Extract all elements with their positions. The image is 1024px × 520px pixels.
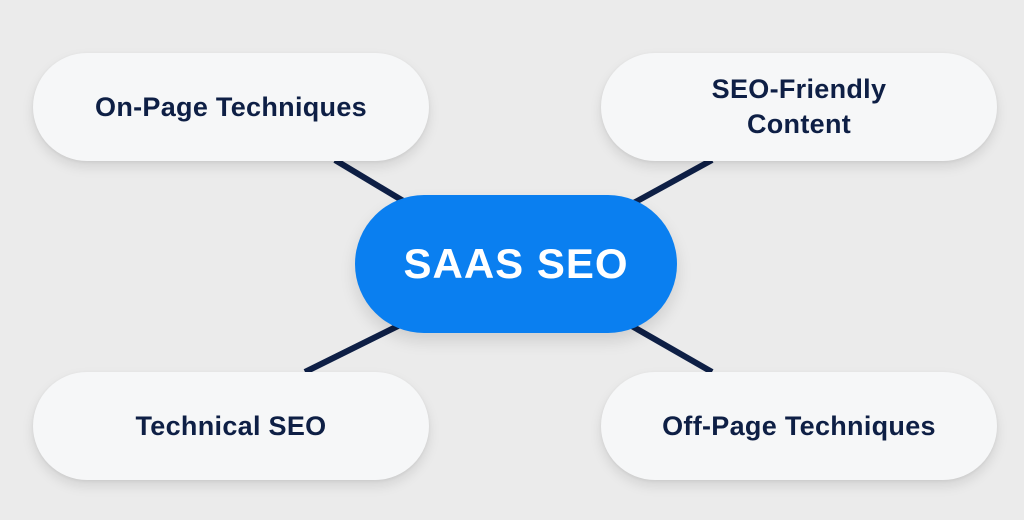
node-label: SEO-Friendly Content — [711, 74, 887, 139]
node-label: Technical SEO — [135, 410, 327, 441]
node-label: Off-Page Techniques — [662, 410, 936, 441]
connector-top-left — [333, 157, 412, 208]
node-technical-seo: Technical SEO — [33, 372, 429, 480]
node-label: On-Page Techniques — [95, 91, 367, 122]
node-off-page-techniques: Off-Page Techniques — [601, 372, 997, 480]
connector-top-right — [628, 157, 714, 208]
connector-bottom-right — [628, 322, 714, 375]
connector-bottom-left — [303, 322, 402, 375]
node-on-page-techniques: On-Page Techniques — [33, 53, 429, 161]
node-seo-friendly-content: SEO-Friendly Content — [601, 53, 997, 161]
center-node-saas-seo: SAAS SEO — [355, 195, 677, 333]
center-label: SAAS SEO — [403, 240, 629, 287]
